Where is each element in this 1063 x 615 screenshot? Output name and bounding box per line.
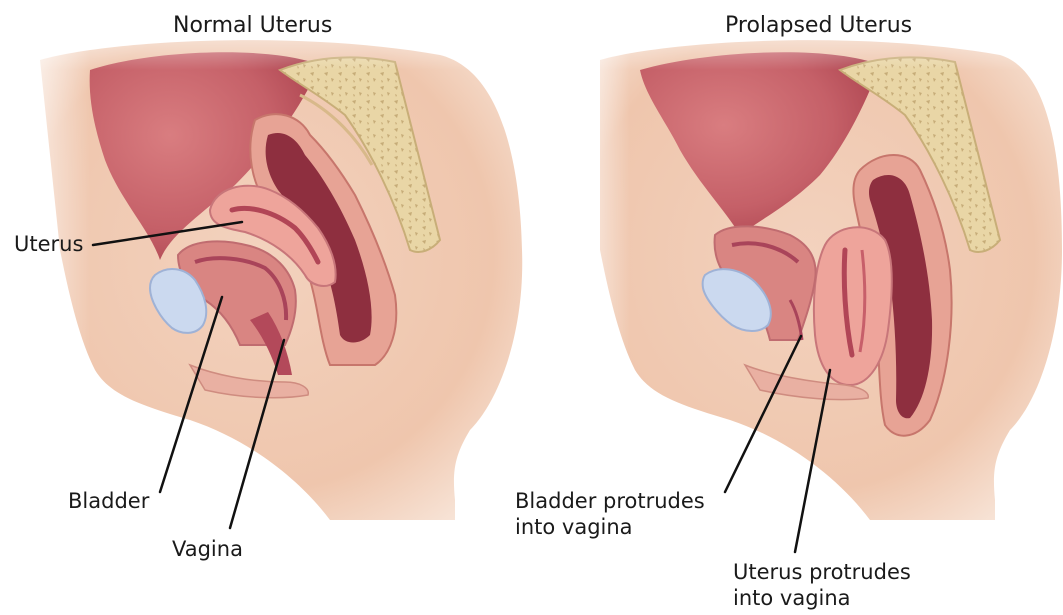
prolapsed-uterus-title: Prolapsed Uterus xyxy=(725,13,912,39)
uterus-protrudes-label: Uterus protrudes into vagina xyxy=(733,559,911,611)
bladder-protrudes-line1: Bladder protrudes xyxy=(515,488,705,514)
bladder-label: Bladder xyxy=(68,488,149,514)
uterus-protrudes-line1: Uterus protrudes xyxy=(733,559,911,585)
bladder-protrudes-label: Bladder protrudes into vagina xyxy=(515,488,705,540)
vagina-label: Vagina xyxy=(172,536,243,562)
uterus-label: Uterus xyxy=(14,231,83,257)
bladder-protrudes-line2: into vagina xyxy=(515,514,705,540)
prolapsed-uterus-illustration xyxy=(560,0,1063,520)
uterus-protrudes-line2: into vagina xyxy=(733,585,911,611)
uterus-prolapsed xyxy=(814,227,892,385)
normal-uterus-title: Normal Uterus xyxy=(173,13,332,39)
normal-uterus-illustration xyxy=(0,0,530,520)
